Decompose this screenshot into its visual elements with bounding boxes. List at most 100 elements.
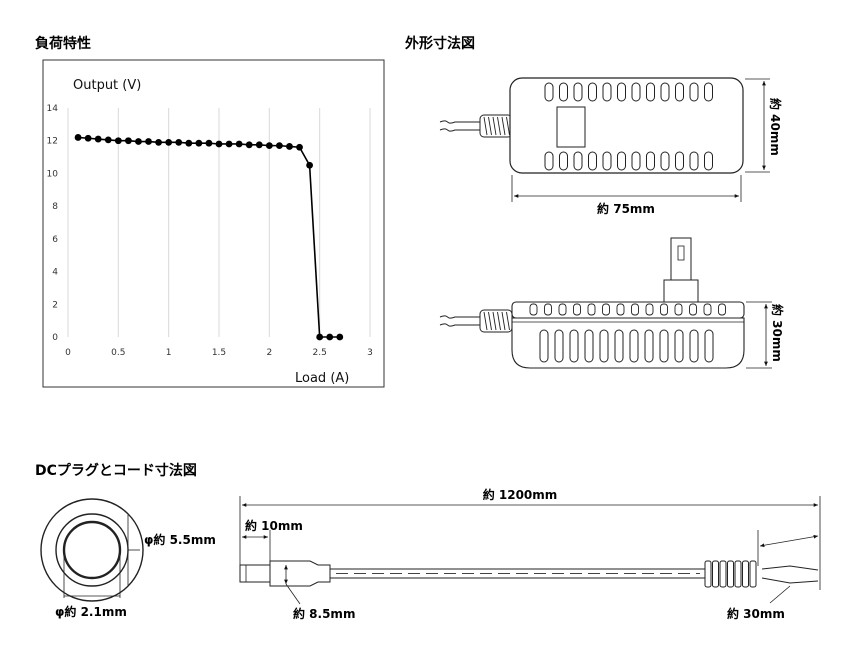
relief-segment — [727, 560, 734, 588]
data-point — [145, 138, 152, 145]
data-point — [135, 138, 142, 145]
cord-diagram: 約 1200mm 約 10mm 約 8.5mm 約 30mm — [239, 487, 821, 621]
vent-slot — [602, 82, 612, 102]
vent-slot — [544, 82, 554, 102]
relief-rib — [501, 311, 506, 331]
data-point — [195, 139, 203, 147]
plug-body — [269, 560, 331, 587]
data-point — [245, 141, 253, 149]
vent-slot — [602, 151, 612, 171]
vent-slot — [660, 151, 670, 171]
relief-segment — [734, 560, 742, 588]
vent-slot — [573, 303, 581, 316]
title-outline-dimensions: 外形寸法図 — [405, 35, 475, 52]
relief-segment — [712, 560, 719, 588]
relief-segment — [719, 560, 727, 588]
vent-slots-body — [539, 329, 714, 363]
prong-base — [663, 279, 699, 303]
x-tick-label: 2 — [266, 348, 272, 358]
y-tick-label: 12 — [47, 137, 58, 147]
plug-length-label: 約 10mm — [245, 518, 303, 533]
adapter-top-view: 約 75mm 約 40mm — [439, 77, 783, 216]
data-point — [286, 143, 293, 150]
vent-slot — [588, 151, 597, 171]
data-point — [265, 142, 273, 150]
vent-slot — [631, 82, 641, 102]
vent-slot — [718, 303, 726, 316]
vent-slot — [629, 329, 639, 363]
cord-length-label: 約 1200mm — [483, 487, 558, 502]
relief-rib — [492, 116, 497, 136]
y-tick-label: 4 — [52, 268, 58, 278]
relief-rib — [483, 311, 488, 331]
vent-slots-lower — [544, 151, 713, 171]
strain-relief-side-ribs — [483, 311, 510, 331]
adapter-body-top — [509, 77, 744, 174]
vent-slot — [644, 329, 654, 363]
relief-segment — [704, 560, 712, 588]
cable-side-lower — [439, 323, 480, 327]
relief-rib — [497, 116, 501, 136]
relief-segment — [749, 560, 757, 588]
data-point — [326, 333, 334, 341]
vent-slot — [573, 82, 583, 102]
wire-lower — [761, 577, 819, 584]
x-tick-label: 0.5 — [111, 348, 125, 358]
vent-slot — [559, 151, 568, 171]
wire-end-leader — [769, 585, 791, 604]
relief-rib — [492, 311, 497, 331]
vent-slot — [675, 82, 684, 102]
cord-strain-relief — [704, 560, 757, 588]
vent-slot — [617, 82, 626, 102]
wire-upper — [761, 565, 819, 571]
vent-slot — [616, 303, 625, 316]
plug-diameter-leader — [285, 583, 301, 605]
data-point — [165, 138, 173, 146]
adapter-side-view: 約 30mm — [439, 237, 785, 369]
vent-slot — [529, 303, 538, 316]
data-point — [306, 161, 313, 169]
vent-slots-upper — [544, 82, 713, 102]
cable-side-upper — [439, 315, 480, 319]
vent-slot — [614, 329, 624, 363]
y-tick-label: 8 — [52, 202, 58, 212]
vent-slot — [660, 303, 668, 316]
data-point — [225, 140, 233, 148]
data-point — [215, 140, 223, 148]
wire-end-dim-line — [759, 534, 819, 548]
chart-xlabel: Load (A) — [295, 371, 349, 386]
chart-series — [74, 134, 344, 341]
vent-slot — [704, 82, 713, 102]
vent-slot — [646, 151, 655, 171]
y-tick-label: 6 — [52, 235, 58, 245]
inner-diameter-label: φ約 2.1mm — [55, 604, 127, 619]
data-point — [124, 137, 132, 145]
data-point — [104, 136, 112, 144]
data-point — [336, 333, 344, 341]
data-point — [74, 134, 82, 141]
data-point — [255, 141, 263, 149]
vent-slot — [569, 329, 579, 363]
vent-slot — [602, 303, 610, 316]
vent-slot — [558, 303, 567, 316]
x-tick-label: 3 — [367, 348, 373, 358]
strain-relief-ribs — [483, 116, 510, 136]
width-label: 約 75mm — [597, 201, 655, 216]
vent-slot — [645, 303, 654, 316]
y-tick-label: 14 — [47, 104, 59, 114]
relief-rib — [506, 311, 510, 331]
plug-inner-ring — [62, 520, 122, 580]
y-tick-label: 0 — [52, 333, 58, 343]
data-point — [296, 143, 303, 151]
plug-diameter-label: 約 8.5mm — [293, 606, 355, 621]
vent-slot — [584, 329, 594, 363]
vent-slot — [674, 329, 684, 363]
data-point — [316, 333, 324, 341]
title-load-characteristics: 負荷特性 — [35, 35, 91, 52]
data-point — [114, 137, 122, 145]
relief-rib — [497, 311, 501, 331]
x-tick-label: 0 — [65, 348, 71, 358]
vent-slot — [631, 303, 639, 316]
